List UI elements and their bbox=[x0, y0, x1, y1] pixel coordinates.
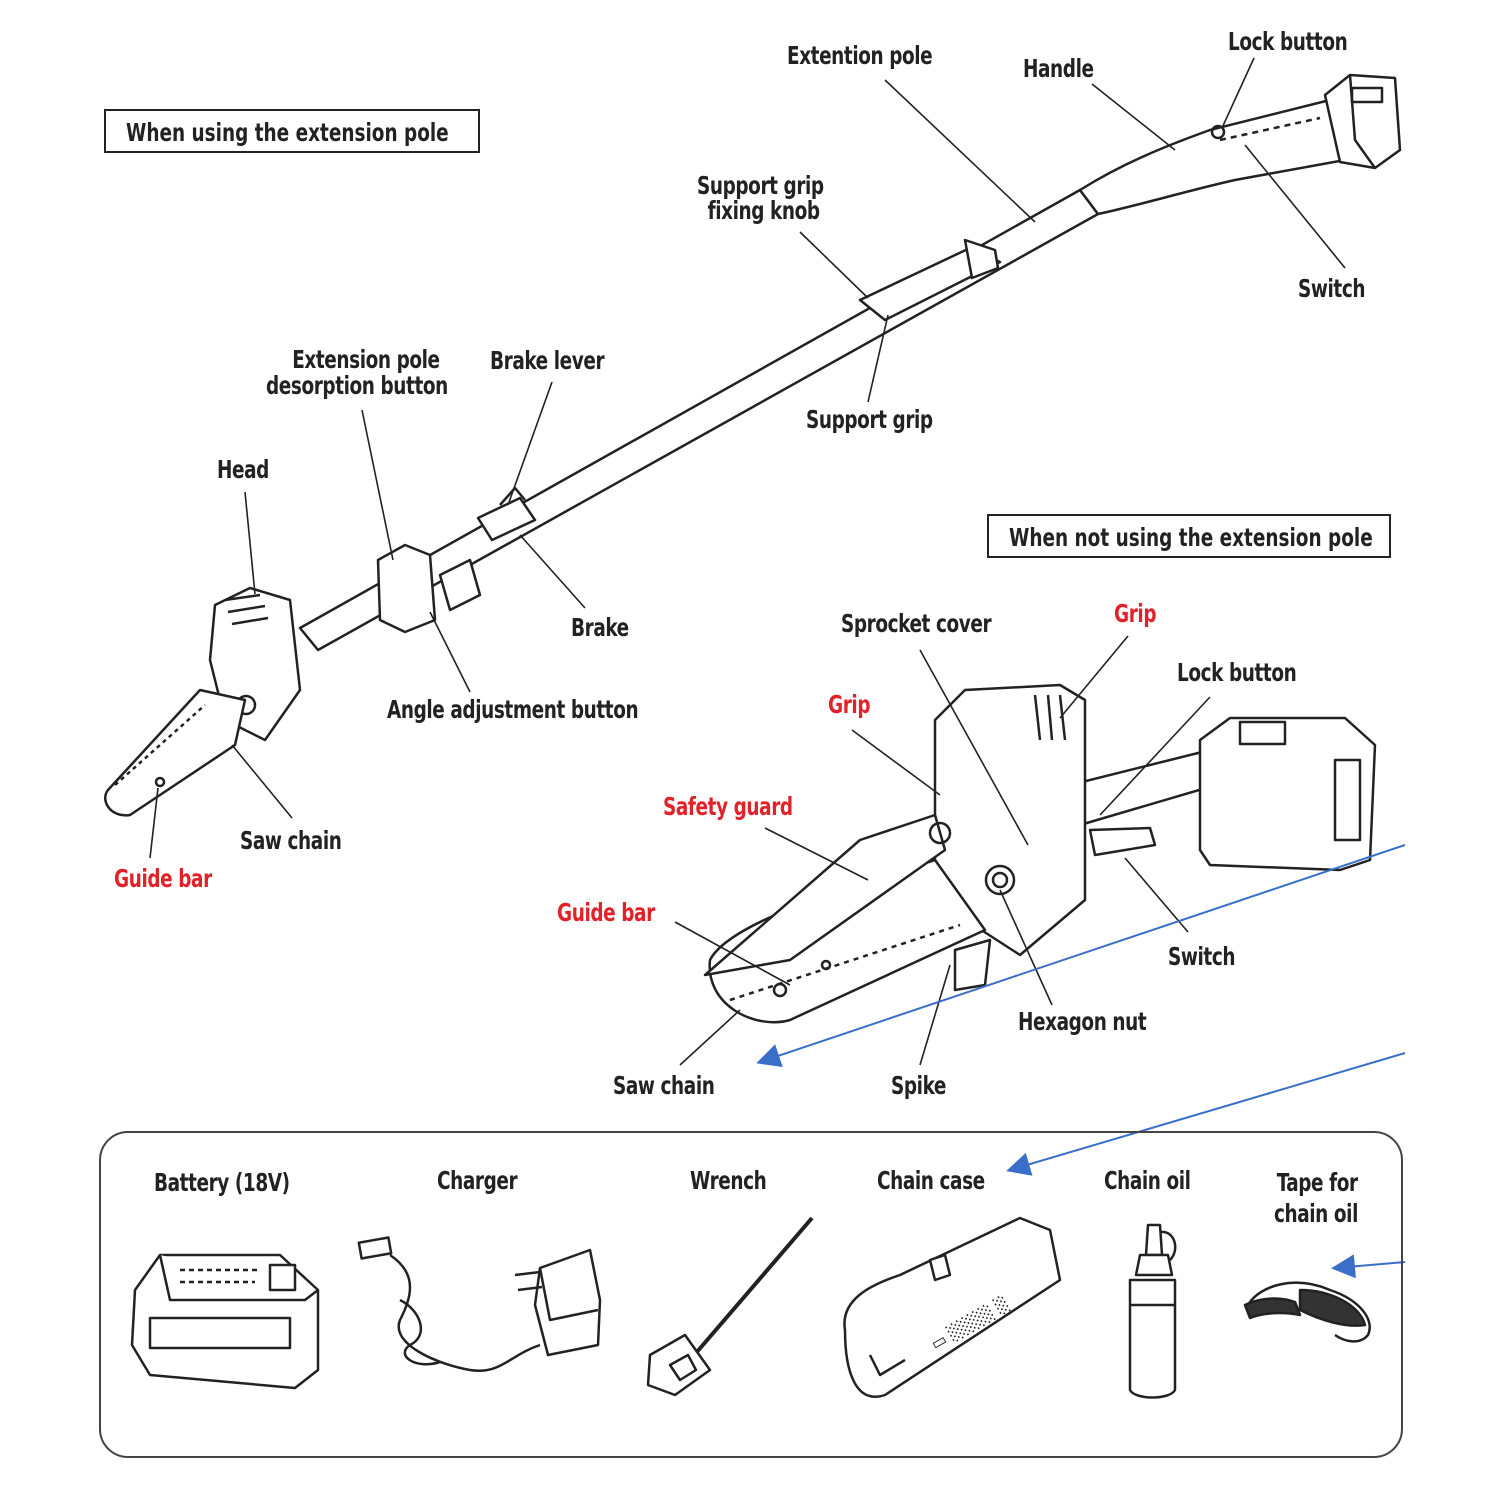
section-title-no-extension: When not using the extension pole bbox=[1009, 523, 1373, 552]
label-line: desorption button bbox=[266, 371, 448, 400]
label-lock-button-top: Lock button bbox=[1228, 27, 1348, 56]
battery-icon bbox=[130, 1253, 320, 1390]
label-chain-oil: Chain oil bbox=[1104, 1166, 1191, 1195]
label-brake-lever: Brake lever bbox=[490, 346, 605, 375]
chain-case-icon: ▭ ░░░░ ░ bbox=[843, 1216, 1062, 1398]
label-charger: Charger bbox=[437, 1166, 518, 1195]
wrench-icon bbox=[646, 1216, 814, 1397]
label-chain-case: Chain case bbox=[877, 1166, 985, 1195]
accessories-panel bbox=[99, 1131, 1403, 1458]
label-line: Support grip bbox=[697, 171, 824, 200]
accessory-drawings: ▭ ░░░░ ░ bbox=[130, 1216, 1371, 1399]
label-lock-button-saw: Lock button bbox=[1177, 658, 1297, 687]
label-support-grip-fixing-knob: Support grip fixing knob bbox=[697, 172, 824, 224]
label-support-grip: Support grip bbox=[806, 405, 933, 434]
label-handle: Handle bbox=[1023, 54, 1094, 83]
label-brake: Brake bbox=[571, 613, 629, 642]
label-angle-adjustment-button: Angle adjustment button bbox=[387, 695, 639, 724]
label-saw-chain-top: Saw chain bbox=[240, 826, 342, 855]
handheld-saw-drawing bbox=[703, 683, 1377, 1024]
label-switch-saw: Switch bbox=[1168, 942, 1236, 971]
label-tape-for-chain-oil: Tape for chain oil bbox=[1274, 1169, 1358, 1227]
label-wrench: Wrench bbox=[690, 1166, 767, 1195]
label-extention-pole: Extention pole bbox=[787, 41, 933, 70]
label-guide-bar-top: Guide bar bbox=[114, 864, 212, 893]
label-line: chain oil bbox=[1274, 1199, 1358, 1228]
label-safety-guard: Safety guard bbox=[663, 792, 793, 821]
oil-bottle-icon bbox=[1128, 1223, 1177, 1399]
section-box-no-extension-pole: When not using the extension pole bbox=[987, 514, 1391, 558]
label-line: Tape for bbox=[1276, 1168, 1358, 1197]
tape-icon bbox=[1243, 1281, 1371, 1343]
middle-leader-lines bbox=[674, 635, 1211, 1066]
label-battery: Battery (18V) bbox=[154, 1168, 290, 1197]
section-box-extension-pole: When using the extension pole bbox=[104, 109, 480, 153]
label-grip-left: Grip bbox=[828, 690, 871, 719]
pole-saw-drawing bbox=[104, 73, 1402, 817]
label-line: fixing knob bbox=[707, 196, 820, 225]
label-grip-top: Grip bbox=[1114, 599, 1157, 628]
blue-arrows bbox=[756, 844, 1406, 1279]
label-guide-bar-saw: Guide bar bbox=[557, 898, 655, 927]
label-head: Head bbox=[217, 455, 269, 484]
label-spike: Spike bbox=[891, 1071, 946, 1100]
label-ext-pole-desorption: Extension pole desorption button bbox=[266, 346, 448, 399]
top-leader-lines bbox=[149, 57, 1346, 859]
charger-icon bbox=[357, 1236, 602, 1373]
label-switch-top: Switch bbox=[1298, 274, 1366, 303]
label-saw-chain-saw: Saw chain bbox=[613, 1071, 715, 1100]
label-hexagon-nut: Hexagon nut bbox=[1018, 1007, 1147, 1036]
label-line: Extension pole bbox=[292, 345, 440, 374]
section-title-extension: When using the extension pole bbox=[126, 118, 449, 147]
label-sprocket-cover: Sprocket cover bbox=[841, 609, 992, 638]
